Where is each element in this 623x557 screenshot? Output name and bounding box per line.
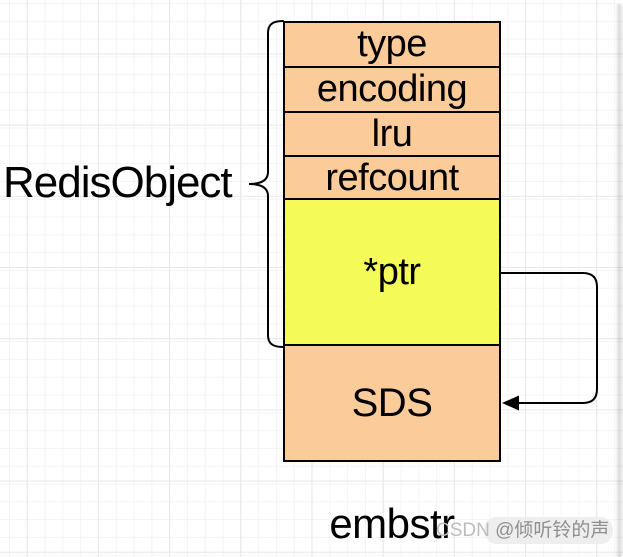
watermark: CSDN @倾听铃的声 [436, 521, 609, 540]
arrowhead-icon [502, 395, 519, 411]
cell-type: type [285, 23, 499, 68]
cell-lru: lru [285, 113, 499, 157]
encoding-caption: embstr [329, 500, 455, 547]
cell-encoding: encoding [285, 67, 499, 114]
redisobject-brace-icon [248, 20, 284, 348]
redisobject-label: RedisObject [3, 158, 233, 207]
watermark-pill [484, 517, 613, 544]
watermark-brand: CSDN [436, 520, 496, 541]
cell-ptr: *ptr [285, 200, 499, 347]
ptr-to-sds-arrow-icon [501, 272, 598, 411]
redis-object-struct: type encoding lru refcount *ptr SDS [283, 21, 501, 462]
cell-sds: SDS [285, 346, 499, 460]
watermark-handle: @倾听铃的声 [495, 520, 610, 541]
cell-refcount: refcount [285, 156, 499, 201]
